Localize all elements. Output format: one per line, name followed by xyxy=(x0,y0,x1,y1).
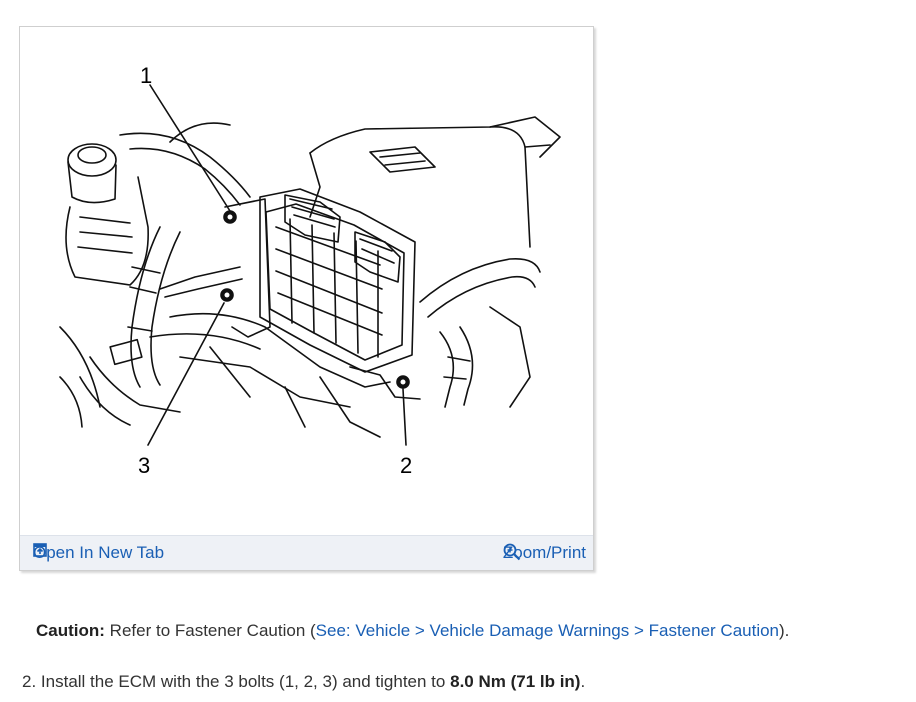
step-text: Install the ECM with the 3 bolts (1, 2, … xyxy=(40,672,446,691)
caution-label: Caution: xyxy=(36,621,105,640)
install-step: 2. Install the ECM with the 3 bolts (1, … xyxy=(22,672,585,692)
callout-2: 2 xyxy=(400,453,413,478)
callout-1: 1 xyxy=(140,63,153,88)
open-in-new-tab-label: Open In New Tab xyxy=(33,543,165,562)
zoom-print-link[interactable]: Zoom/Print xyxy=(503,543,586,563)
open-in-new-tab-link[interactable]: Open In New Tab xyxy=(33,543,164,563)
figure-toolbar: Open In New Tab Zoom/Print xyxy=(20,535,593,570)
open-in-new-tab-icon xyxy=(33,543,47,557)
zoom-magnifier-icon xyxy=(503,543,521,561)
fastener-caution-link[interactable]: See: Vehicle > Vehicle Damage Warnings >… xyxy=(315,621,780,640)
step-end: . xyxy=(580,672,586,691)
caution-note: Caution: Refer to Fastener Caution (See:… xyxy=(36,621,789,641)
callout-3: 3 xyxy=(138,453,151,478)
ecm-line-drawing xyxy=(59,84,561,446)
caution-text: Refer to Fastener Caution ( xyxy=(109,621,316,640)
step-number: 2. xyxy=(22,672,37,691)
caution-end: ). xyxy=(779,621,790,640)
zoom-print-label: Zoom/Print xyxy=(502,543,586,562)
figure-panel: 1 3 2 Open In New Tab Zoom/Print xyxy=(19,26,594,571)
torque-spec: 8.0 Nm (71 lb in) xyxy=(450,672,581,691)
